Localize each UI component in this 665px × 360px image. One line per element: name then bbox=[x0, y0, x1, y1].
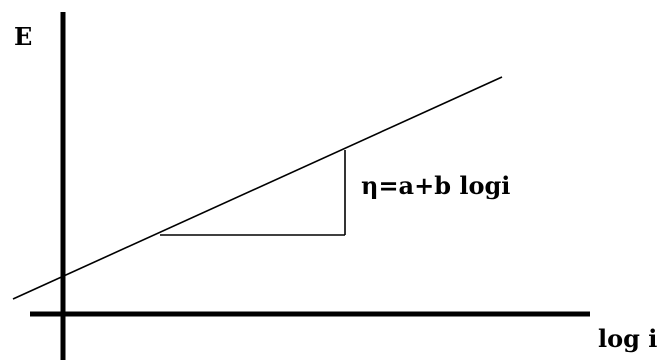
equation-label: η=a+b logi bbox=[361, 171, 510, 200]
y-axis-label: E bbox=[14, 22, 32, 51]
x-axis-label: log i bbox=[598, 324, 657, 353]
tafel-line bbox=[12, 76, 503, 300]
